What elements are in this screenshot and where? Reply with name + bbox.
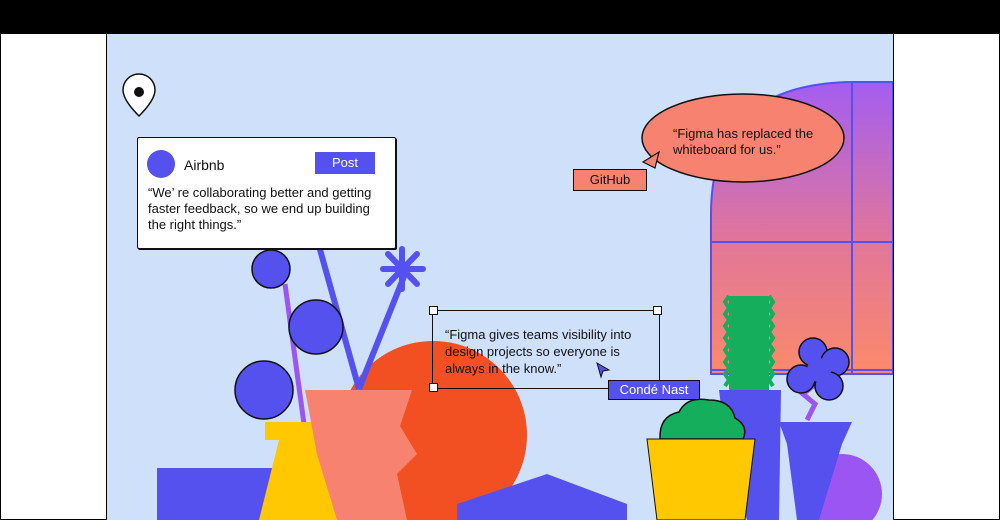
illustration xyxy=(122,73,893,520)
resize-handle-bottom-left[interactable] xyxy=(429,383,438,392)
canvas[interactable]: Airbnb Post “We’ re collaborating better… xyxy=(106,34,894,520)
card-quote: “We’ re collaborating better and getting… xyxy=(148,185,372,232)
map-pin-icon xyxy=(122,73,156,118)
selected-quote[interactable]: “Figma gives teams visibility into desig… xyxy=(445,327,632,376)
comment-card: Airbnb Post “We’ re collaborating better… xyxy=(137,137,396,249)
avatar xyxy=(147,150,175,178)
conde-nast-cursor-tag: Condé Nast xyxy=(608,380,700,400)
selection-box[interactable] xyxy=(432,310,660,389)
speech-bubble-quote: “Figma has replaced the whiteboard for u… xyxy=(673,126,814,157)
resize-handle-top-right[interactable] xyxy=(653,306,662,315)
arrow-cursor-icon xyxy=(596,361,611,379)
post-button[interactable]: Post xyxy=(315,152,375,174)
github-cursor-tag: GitHub xyxy=(573,169,647,191)
title-bar xyxy=(0,0,1000,33)
resize-handle-top-left[interactable] xyxy=(429,306,438,315)
pointer-cursor-icon xyxy=(641,150,660,169)
speech-bubble xyxy=(641,93,845,183)
card-author: Airbnb xyxy=(184,157,225,173)
asterisk-flower xyxy=(380,246,426,292)
clover-flower xyxy=(786,337,850,401)
